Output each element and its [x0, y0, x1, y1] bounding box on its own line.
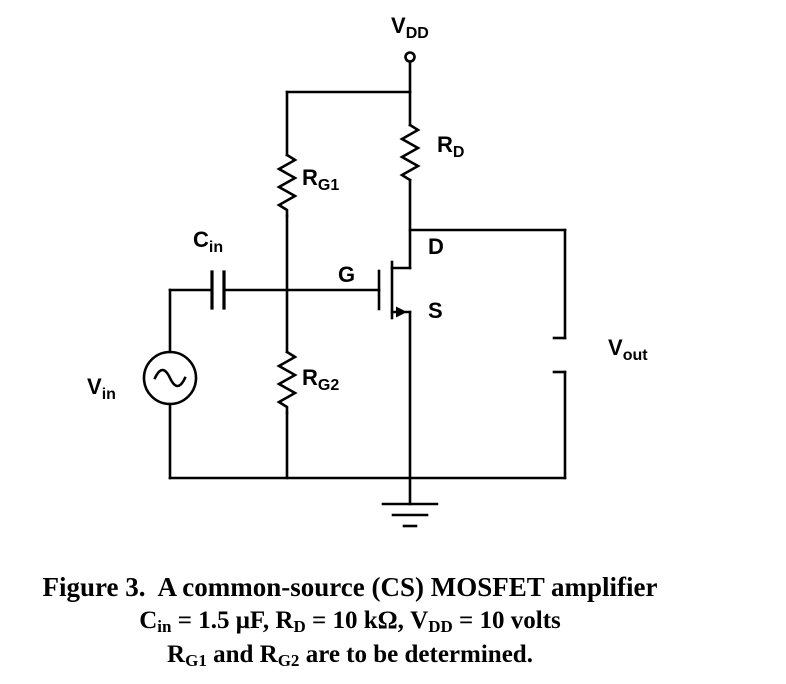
vin-label-main: V	[87, 374, 102, 399]
source-label: S	[428, 300, 443, 322]
vin-label: Vin	[87, 374, 116, 403]
rd-resistor	[399, 123, 421, 182]
rg2-label-sub: G2	[317, 377, 340, 394]
source-label-text: S	[428, 298, 443, 323]
caption-line1: Figure 3. A common-source (CS) MOSFET am…	[42, 572, 658, 602]
circuit-diagram	[142, 51, 567, 528]
mosfet-symbol	[285, 260, 412, 320]
vdd-label-sub: DD	[405, 25, 429, 42]
rd-label-sub: D	[452, 144, 465, 161]
vout-label: Vout	[608, 335, 648, 364]
cin-label-main: C	[193, 227, 209, 252]
rg2-resistor	[276, 350, 298, 415]
rg1-label-sub: G1	[317, 177, 340, 194]
figure-caption: Figure 3. A common-source (CS) MOSFET am…	[0, 570, 700, 672]
caption-line3: RG1 and RG2 are to be determined.	[167, 641, 533, 670]
vdd-label-main: V	[391, 13, 406, 38]
rg2-label-main: R	[302, 365, 318, 390]
gate-label: G	[338, 264, 355, 286]
rg1-label: RG1	[302, 165, 339, 194]
rg1-resistor	[276, 153, 298, 218]
vdd-label: VDD	[391, 13, 429, 42]
rg1-label-main: R	[302, 165, 318, 190]
rg2-label: RG2	[302, 365, 339, 394]
vin-sine-icon	[153, 368, 187, 388]
caption-line2: Cin = 1.5 μF, RD = 10 kΩ, VDD = 10 volts	[139, 607, 561, 636]
vout-label-main: V	[608, 335, 623, 360]
gate-label-text: G	[338, 262, 356, 287]
drain-label: D	[428, 236, 444, 258]
mosfet-source-arrow-icon	[396, 306, 407, 318]
cin-label-sub: in	[208, 239, 224, 256]
rd-label-main: R	[437, 132, 453, 157]
vout-label-sub: out	[622, 347, 648, 364]
vdd-terminal	[404, 51, 416, 63]
drain-label-text: D	[428, 234, 444, 259]
rd-label: RD	[437, 132, 464, 161]
cin-label: Cin	[193, 227, 223, 256]
vin-label-sub: in	[101, 386, 116, 403]
ground-symbol	[381, 476, 439, 528]
